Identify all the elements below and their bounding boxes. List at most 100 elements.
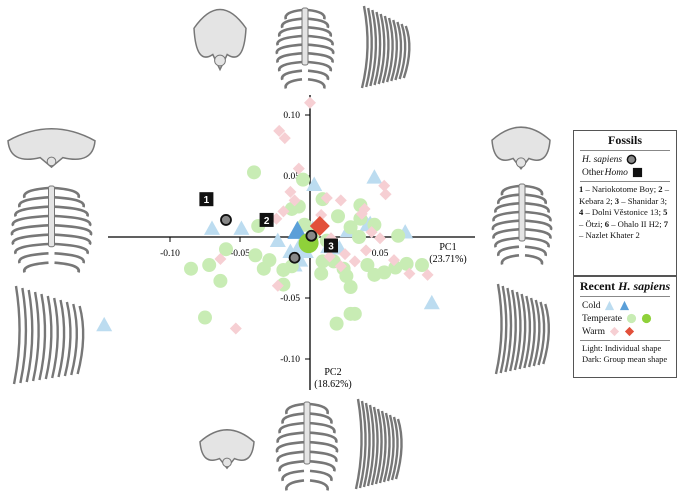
temperate-light-point xyxy=(352,230,366,244)
rib-line xyxy=(280,17,303,29)
rib-line xyxy=(369,9,378,87)
cold-dark-point xyxy=(287,220,308,239)
fossil-name-5: – Ötzi; xyxy=(579,218,605,229)
rib-line xyxy=(284,8,303,20)
ribcage-lateral-view-icon xyxy=(492,280,556,385)
rib-line xyxy=(390,416,399,481)
rib-line xyxy=(31,291,40,382)
rib-line xyxy=(527,297,536,368)
rib-line xyxy=(277,26,303,38)
h-sapiens-fossil-point xyxy=(220,214,232,226)
rib-line xyxy=(276,450,305,463)
rib-line xyxy=(382,412,391,483)
rib-line xyxy=(284,78,303,89)
warm-light-point xyxy=(379,188,392,201)
warm-light-point xyxy=(374,232,386,245)
rib-line xyxy=(537,301,546,366)
rib-line xyxy=(57,299,66,378)
rib-line xyxy=(307,34,334,46)
rib-line xyxy=(523,295,532,369)
x-tick-label: -0.10 xyxy=(160,249,180,259)
diamond-dark-icon xyxy=(624,326,635,337)
rib-line xyxy=(524,202,550,214)
rib-line xyxy=(394,418,403,480)
x-tick-label: 0.05 xyxy=(372,249,389,259)
y-tick-label: 0.10 xyxy=(283,111,300,121)
rib-line xyxy=(51,297,59,379)
rib-line xyxy=(365,7,373,88)
rib-line xyxy=(278,460,305,472)
fossil-name-2: – Kebara 2; xyxy=(579,184,669,206)
rib-line xyxy=(54,186,81,199)
warm-light-point xyxy=(277,205,290,218)
warm-light-point xyxy=(355,207,368,220)
vertebra xyxy=(222,457,232,468)
fossil-num-4: 4 xyxy=(579,207,584,217)
cold-light-point xyxy=(233,220,250,235)
rib-line xyxy=(309,479,329,491)
rib-line xyxy=(307,78,326,89)
rib-line xyxy=(22,186,49,199)
fossil-label: 2 xyxy=(264,216,270,227)
rib-line xyxy=(366,404,375,487)
warm-light-point xyxy=(388,254,400,267)
rib-outline xyxy=(7,128,96,169)
rib-line xyxy=(277,60,303,72)
warm-light-point xyxy=(214,252,227,265)
cold-light-point xyxy=(306,176,323,191)
rib-line xyxy=(377,13,386,85)
fossil-label: 3 xyxy=(328,242,334,253)
temperate-light-point xyxy=(247,165,261,180)
ribcage-lateral-view-icon xyxy=(352,395,408,500)
rib-outline xyxy=(199,429,255,470)
x-axis-variance: (23.71%) xyxy=(429,254,467,265)
rib-line xyxy=(54,196,85,208)
warm-light-point xyxy=(292,162,305,175)
rib-line xyxy=(374,408,383,485)
fossils-legend: Fossils H. sapiens Other Homo 1 – Nariok… xyxy=(573,130,677,276)
rib-line xyxy=(54,214,92,227)
rib-line xyxy=(307,43,335,55)
vertebra xyxy=(214,54,226,67)
rib-line xyxy=(285,402,305,415)
warm-light-point xyxy=(323,250,336,263)
ribcage-anterior-view-icon xyxy=(4,182,99,285)
rib-line xyxy=(54,233,92,246)
temperate-light-point xyxy=(377,265,392,280)
rib-line xyxy=(309,440,339,453)
rib-line xyxy=(18,196,49,208)
ribcage-superior-view-icon xyxy=(190,2,250,82)
rib-line xyxy=(381,15,390,84)
temperate-light-point xyxy=(415,258,429,273)
triangle-light-icon xyxy=(605,300,615,311)
black-square-icon xyxy=(632,167,642,178)
rib-line xyxy=(524,228,552,240)
rib-line xyxy=(276,34,303,46)
warm-light-point xyxy=(378,179,391,192)
legend-divider xyxy=(580,340,670,341)
fossil-list: 1 – Nariokotome Boy; 2 – Kebara 2; 3 – S… xyxy=(574,184,676,242)
rib-line xyxy=(394,21,403,81)
fossils-legend-title: Fossils xyxy=(607,133,642,147)
ribcage-lateral-view-icon xyxy=(10,282,92,395)
warm-light-point xyxy=(284,185,297,198)
vertebra xyxy=(46,156,57,167)
rib-line xyxy=(309,450,338,463)
fossil-name-7: – Nazlet Khater 2 xyxy=(579,230,640,240)
rib-line xyxy=(309,402,329,415)
legend-temperate: Temperate xyxy=(574,312,676,325)
temperate-light-point xyxy=(248,248,263,263)
warm-light-point xyxy=(229,322,242,335)
rib-line xyxy=(504,287,513,373)
rib-line xyxy=(398,23,407,80)
triangle-dark-icon xyxy=(620,300,630,311)
temperate-light-point xyxy=(331,209,345,224)
rib-line xyxy=(22,261,49,273)
rib-line xyxy=(386,414,395,482)
temperate-light-point xyxy=(296,172,310,187)
temperate-light-point xyxy=(262,253,277,268)
vertebra xyxy=(515,157,527,168)
rib-line xyxy=(524,245,547,257)
rib-line xyxy=(11,214,49,227)
cold-label: Cold xyxy=(582,300,601,311)
